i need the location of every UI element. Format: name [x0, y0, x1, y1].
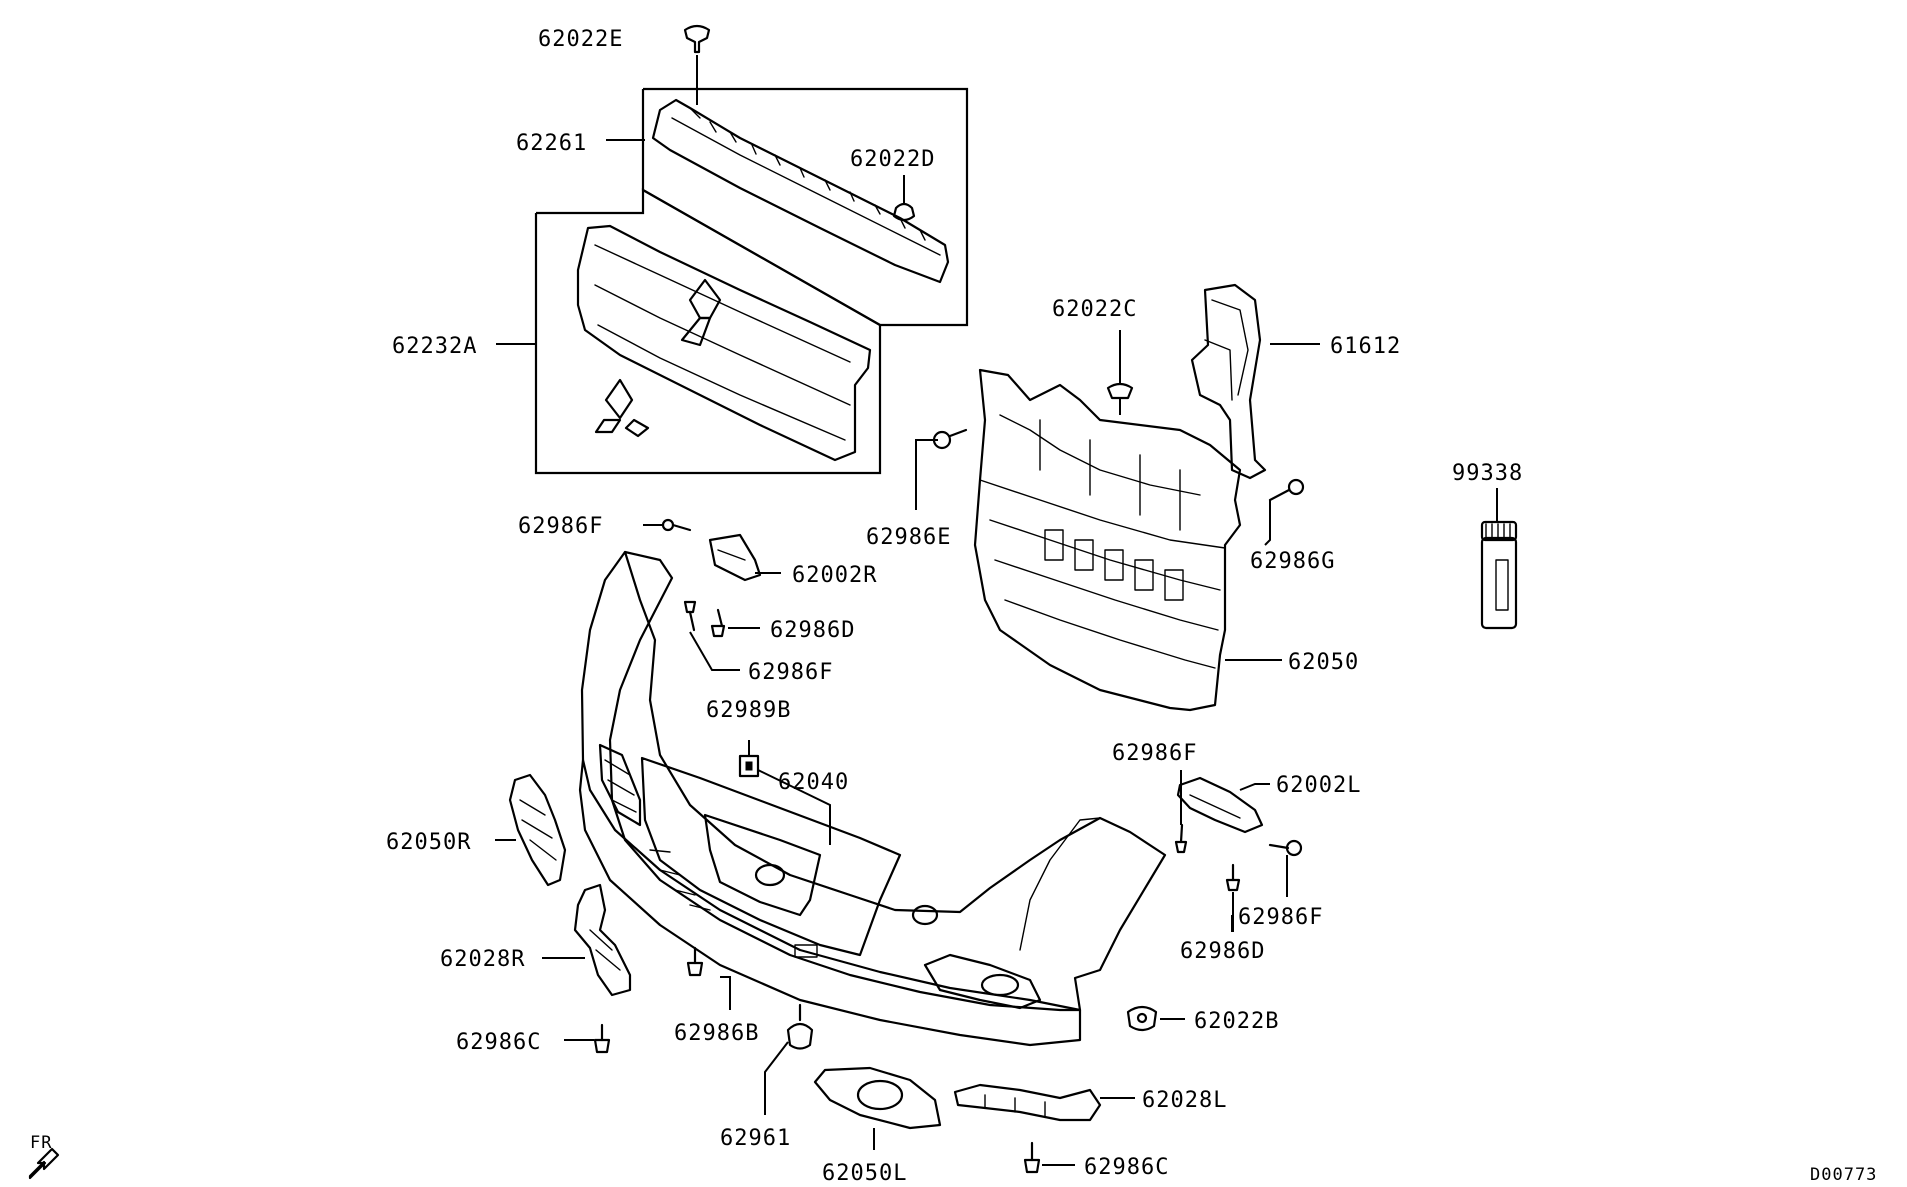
label-62022B: 62022B — [1194, 1009, 1279, 1034]
bracket-62028L[interactable] — [953, 1083, 1102, 1122]
clip-62022B[interactable] — [1126, 1005, 1158, 1032]
label-62022C: 62022C — [1052, 297, 1137, 322]
cap-62961[interactable] — [786, 1003, 814, 1050]
label-62261: 62261 — [516, 131, 587, 156]
bumper-62040[interactable] — [578, 550, 1167, 1047]
grille-box — [534, 188, 882, 475]
label-62986C-bottom: 62986C — [1084, 1155, 1169, 1180]
screw-62986C-bottom[interactable] — [1023, 1141, 1041, 1174]
garnish-62261-group — [641, 24, 969, 327]
label-62986C-left: 62986C — [456, 1030, 541, 1055]
screw-62986F-left[interactable] — [683, 600, 697, 632]
screw-62986D-right[interactable] — [1225, 863, 1241, 892]
direction-label: FR — [30, 1133, 52, 1153]
screw-62986G[interactable] — [1268, 478, 1305, 502]
label-62050: 62050 — [1288, 650, 1359, 675]
screw-62986C-left[interactable] — [593, 1023, 611, 1054]
grille-62232A-group — [534, 188, 882, 475]
label-61612: 61612 — [1330, 334, 1401, 359]
label-62961: 62961 — [720, 1126, 791, 1151]
label-62986F-right-top: 62986F — [1112, 741, 1197, 766]
fog-cover-62050L[interactable] — [813, 1066, 942, 1130]
label-62986G: 62986G — [1250, 549, 1335, 574]
screw-62986F-right[interactable] — [1268, 839, 1303, 857]
label-62989B: 62989B — [706, 698, 791, 723]
screw-62986F-top[interactable] — [643, 518, 692, 532]
label-62986E: 62986E — [866, 525, 951, 550]
label-62002R: 62002R — [792, 563, 877, 588]
bracket-62002L[interactable] — [1176, 776, 1264, 834]
bracket-62028R[interactable] — [573, 883, 632, 997]
label-62050R: 62050R — [386, 830, 471, 855]
label-62986B: 62986B — [674, 1021, 759, 1046]
screw-62986B[interactable] — [686, 946, 704, 977]
label-62050L: 62050L — [822, 1161, 907, 1186]
screw-62986E[interactable] — [932, 428, 968, 450]
screw-62986F-right-top[interactable] — [1174, 823, 1188, 854]
label-62002L: 62002L — [1276, 773, 1361, 798]
diagram-code: D00773 — [1810, 1165, 1877, 1185]
nut-62989B[interactable] — [738, 754, 760, 778]
front-direction-arrow-icon: FR — [28, 1133, 60, 1180]
label-62028L: 62028L — [1142, 1088, 1227, 1113]
garnish-62261[interactable] — [651, 98, 950, 284]
label-62986F-left: 62986F — [748, 660, 833, 685]
label-99338: 99338 — [1452, 461, 1523, 486]
clip-62022C[interactable] — [1106, 382, 1134, 415]
clip-62022E[interactable] — [683, 24, 711, 105]
bottle-99338[interactable] — [1480, 520, 1518, 630]
grille-62232A[interactable] — [576, 224, 872, 462]
label-62022D: 62022D — [850, 147, 935, 172]
label-62986D-left: 62986D — [770, 618, 855, 643]
label-62986F-top: 62986F — [518, 514, 603, 539]
label-62022E: 62022E — [538, 27, 623, 52]
label-62040: 62040 — [778, 770, 849, 795]
label-62986F-right: 62986F — [1238, 905, 1323, 930]
screw-62986D-left[interactable] — [710, 608, 726, 638]
emblem — [594, 378, 650, 438]
bracket-61612[interactable] — [1190, 283, 1267, 480]
support-62050[interactable] — [973, 368, 1242, 712]
garnish-box — [641, 87, 969, 327]
bracket-62002R[interactable] — [708, 533, 762, 582]
fog-cover-62050R[interactable] — [508, 773, 567, 887]
label-62028R: 62028R — [440, 947, 525, 972]
clip-62022D[interactable] — [892, 175, 916, 222]
label-62232A: 62232A — [392, 334, 477, 359]
label-62986D-right: 62986D — [1180, 939, 1265, 964]
